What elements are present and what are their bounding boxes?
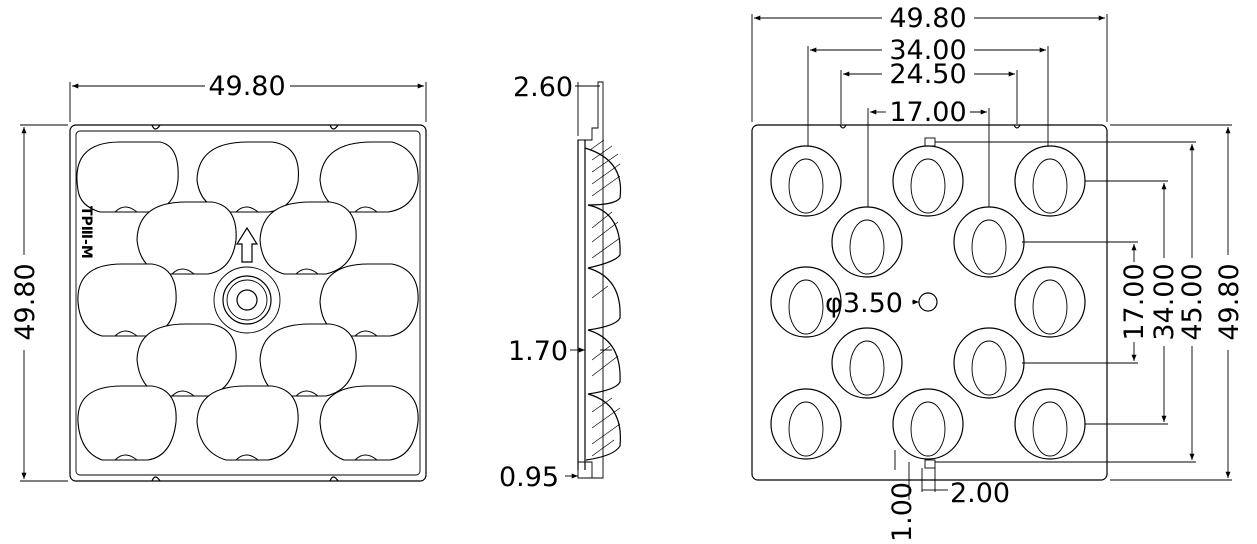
bottom-tab [924,459,936,469]
front-lens [259,323,357,397]
lens-circle [1014,388,1086,460]
lens-ellipse [971,340,1007,396]
side-hatching [589,139,621,457]
side-plate [577,140,586,470]
front-lens [136,201,237,275]
lens-circle [831,206,903,278]
lens-circle [770,145,842,217]
front-lens-tips [114,206,378,461]
front-lens [77,263,177,337]
top-span-outer-dim: 34.00 [889,35,966,66]
front-lens [77,385,177,461]
side-lens [587,329,621,395]
side-lens [587,204,621,269]
lens-circle [1014,145,1086,217]
top-lens-array [770,145,1086,460]
top-view: φ3.50 49.80 34.00 24.50 17.00 17.00 34.0 [751,3,1245,542]
side-lens [584,147,622,206]
lens-ellipse [1032,279,1068,335]
lens-circle [1014,266,1086,338]
lens-ellipse [910,158,946,214]
lens-circle [953,327,1025,399]
tab-width-dim: 2.00 [950,478,1010,509]
thickness-dim: 2.60 [513,72,573,103]
part-code-label: TPⅢ-M [78,206,94,259]
lens-ellipse [788,279,824,335]
front-view: TPⅢ-M 49.80 49.80 [10,71,427,482]
front-plate-inner-edge [75,130,421,476]
top-span-inner-dim: 17.00 [889,97,966,128]
top-vert-outer-dim: 45.00 [1177,263,1208,340]
lens-ellipse [971,219,1007,275]
front-bottom-notches [151,476,339,482]
top-overall-width-dim: 49.80 [889,3,966,34]
center-boss-ring [226,279,268,321]
orientation-arrow-icon [235,226,259,263]
lens-circle [892,145,964,217]
front-lens [319,141,419,213]
side-base-step [578,461,593,478]
top-span-mid-dim: 24.50 [889,59,966,90]
center-hole [918,292,938,312]
lens-ellipse [910,401,946,457]
lens-circle [770,266,842,338]
front-lens [196,385,299,461]
front-plate-outline [69,124,427,482]
top-vert-mid-dim: 34.00 [1149,263,1180,340]
front-width-dim: 49.80 [208,71,285,102]
side-lens [587,267,621,331]
front-lens [76,141,179,213]
lens-ellipse [788,401,824,457]
side-view: 2.60 1.70 0.95 [499,72,622,493]
hole-dia-dim: φ3.50 [825,288,903,319]
front-lens [319,385,419,461]
top-plate-outline [751,124,1108,481]
front-lens [259,201,357,275]
lens-circle [770,388,842,460]
step-dim: 1.70 [508,336,568,367]
lens-ellipse [1032,401,1068,457]
lens-circle [831,327,903,399]
front-height-dim: 49.80 [10,263,41,340]
tab-offset-dim: 1.00 [887,482,918,542]
front-lens [136,323,237,397]
lens-circle [892,388,964,460]
top-vert-inner-dim: 17.00 [1119,263,1150,340]
top-tab [924,137,936,147]
side-lens [585,393,621,461]
lens-ellipse [849,340,885,396]
lens-ellipse [788,158,824,214]
center-boss-outer [213,266,281,334]
base-dim: 0.95 [499,462,559,493]
side-outline [577,81,604,479]
front-top-notches [151,124,339,130]
center-hole [236,289,258,311]
center-boss [222,275,272,325]
lens-circle [953,206,1025,278]
top-notches [839,124,1021,129]
top-overall-height-dim: 49.80 [1214,263,1245,340]
lens-ellipse [849,219,885,275]
lens-ellipse [1032,158,1068,214]
